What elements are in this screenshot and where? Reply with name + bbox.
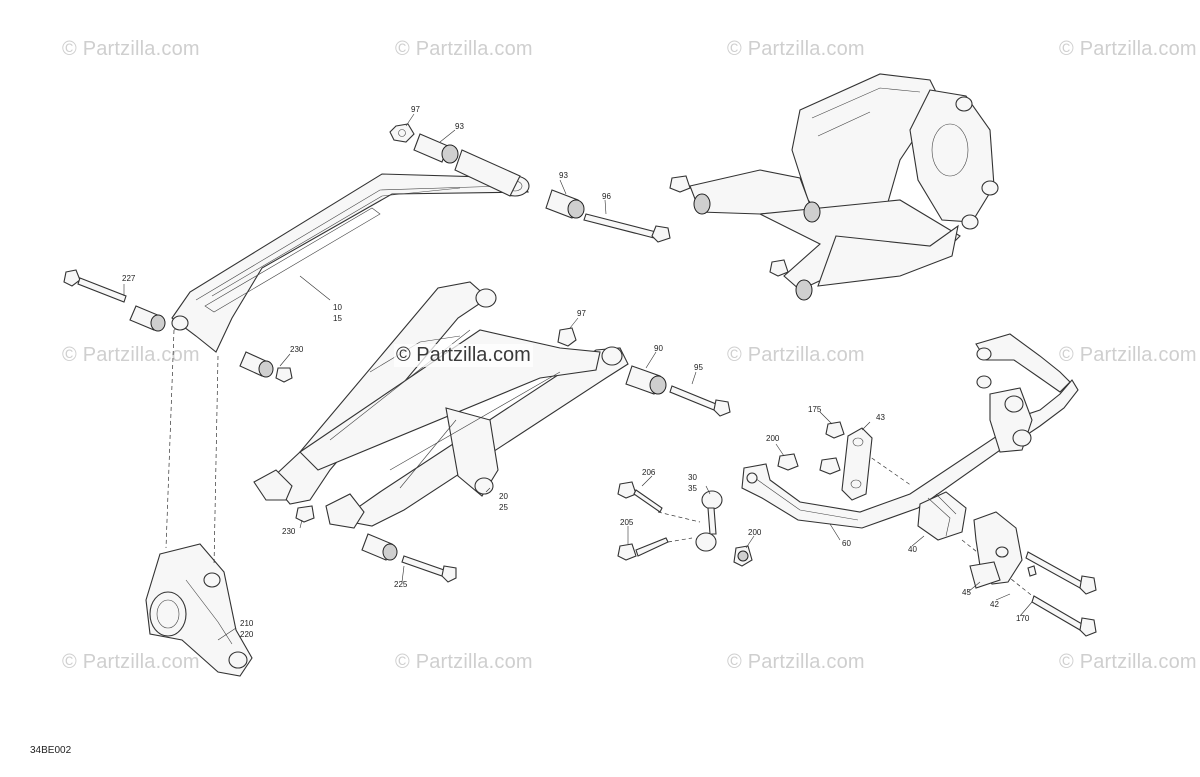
watermark: © Partzilla.com — [62, 38, 200, 60]
callout-95: 95 — [694, 363, 703, 372]
callout-35: 35 — [688, 484, 697, 493]
callout-90: 90 — [654, 344, 663, 353]
lower-rear-hardware — [295, 505, 457, 583]
watermark: © Partzilla.com — [395, 38, 533, 60]
callout-10: 10 — [333, 303, 342, 312]
callout-25: 25 — [499, 503, 508, 512]
alignment-line — [865, 453, 913, 487]
callout-97: 97 — [577, 309, 586, 318]
bushing-230-upper — [239, 351, 293, 383]
upper-a-arm — [171, 149, 530, 353]
watermark: © Partzilla.com — [1059, 651, 1197, 673]
watermark: © Partzilla.com — [62, 651, 200, 673]
link-bolts — [617, 481, 669, 561]
watermark: © Partzilla.com — [727, 344, 865, 366]
watermark: © Partzilla.com — [727, 38, 865, 60]
watermark: © Partzilla.com — [62, 344, 200, 366]
knuckle — [145, 543, 253, 677]
callout-15: 15 — [333, 314, 342, 323]
leader-lines — [123, 113, 1033, 641]
callout-60: 60 — [842, 539, 851, 548]
callout-230: 230 — [282, 527, 296, 536]
callout-20: 20 — [499, 492, 508, 501]
bolts-170 — [1025, 551, 1097, 637]
clamp-45 — [969, 511, 1037, 589]
callout-225: 225 — [394, 580, 408, 589]
bolt-227 — [63, 269, 166, 332]
stabilizer-bracket — [777, 421, 873, 501]
stabilizer-link — [695, 490, 753, 567]
callout-93: 93 — [559, 171, 568, 180]
bushing-40 — [917, 491, 967, 541]
alignment-line — [213, 355, 219, 567]
stabilizer-bar — [741, 333, 1079, 529]
callout-45: 45 — [962, 588, 971, 597]
callout-205: 205 — [620, 518, 634, 527]
callout-175: 175 — [808, 405, 822, 414]
watermark: © Partzilla.com — [1059, 344, 1197, 366]
lower-a-arm — [253, 281, 629, 529]
alignment-line — [657, 511, 701, 523]
diagram-code: 34BE002 — [30, 745, 72, 756]
callout-220: 220 — [240, 630, 254, 639]
alignment-line — [165, 329, 175, 549]
alignment-line — [667, 537, 693, 543]
lower-front-hardware — [557, 327, 731, 417]
watermark: © Partzilla.com — [395, 651, 533, 673]
callout-230: 230 — [290, 345, 304, 354]
watermark: © Partzilla.com — [727, 651, 865, 673]
callout-96: 96 — [602, 192, 611, 201]
callout-200: 200 — [748, 528, 762, 537]
callout-97: 97 — [411, 105, 420, 114]
upper-bushings — [389, 123, 585, 219]
callout-93: 93 — [455, 122, 464, 131]
callout-40: 40 — [908, 545, 917, 554]
callout-42: 42 — [990, 600, 999, 609]
bolt-96 — [583, 213, 671, 243]
callout-labels: 97 93 93 96 227 10 15 230 97 90 95 175 4… — [122, 105, 1030, 639]
callout-227: 227 — [122, 274, 136, 283]
callout-43: 43 — [876, 413, 885, 422]
watermark: © Partzilla.com — [1059, 38, 1197, 60]
callout-200: 200 — [766, 434, 780, 443]
callout-210: 210 — [240, 619, 254, 628]
watermark-center: © Partzilla.com — [394, 344, 533, 367]
callout-206: 206 — [642, 468, 656, 477]
assembled-suspension — [669, 73, 999, 301]
callout-170: 170 — [1016, 614, 1030, 623]
callout-30: 30 — [688, 473, 697, 482]
